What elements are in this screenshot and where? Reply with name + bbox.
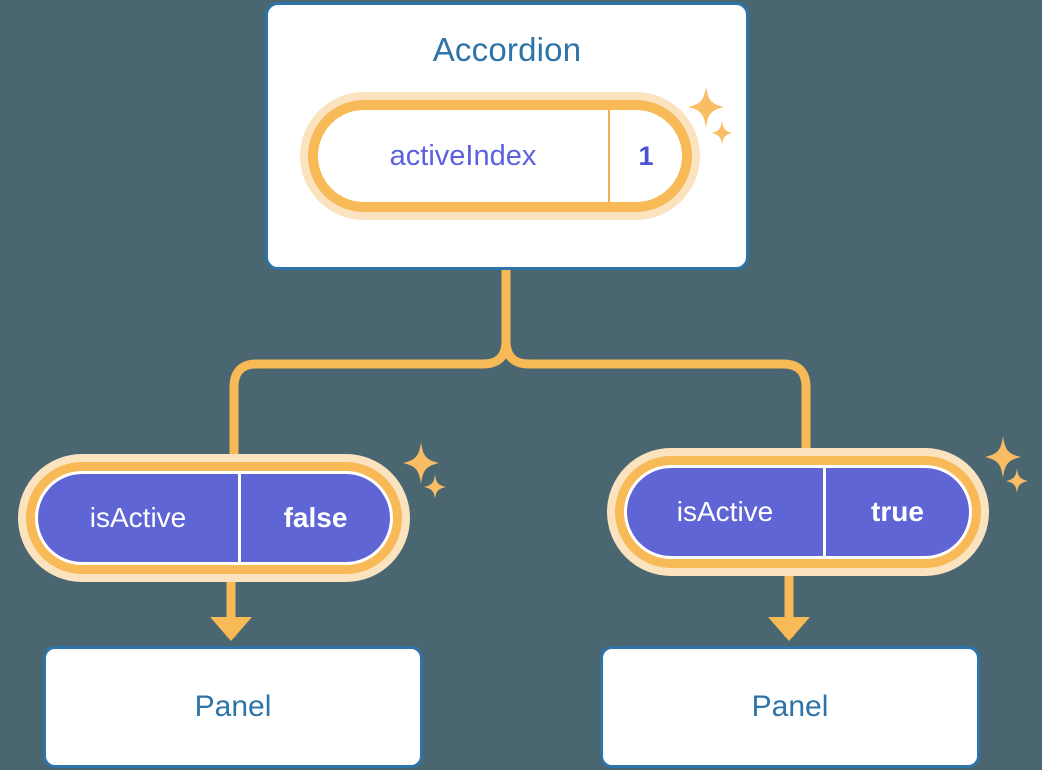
prop-badge-key: isActive: [89, 502, 187, 533]
prop-badge-key: isActive: [676, 496, 774, 527]
panel-title: Panel: [194, 690, 272, 723]
connector-tree: [229, 265, 811, 461]
prop-badge-isactive-true[interactable]: isActive true: [607, 448, 989, 576]
sparkle-star-icon: [985, 436, 1028, 493]
sparkle-star-icon: [688, 86, 732, 145]
arrow-down-right: [768, 572, 810, 641]
arrow-down-left: [210, 578, 252, 641]
page-title: Accordion: [432, 31, 582, 68]
prop-badge-body: isActive true: [624, 465, 972, 559]
prop-badge-isactive-false[interactable]: isActive false: [18, 454, 410, 582]
state-badge-value: 1: [608, 110, 682, 202]
panel-card-left[interactable]: Panel: [43, 646, 423, 768]
state-badge-activeindex[interactable]: activeIndex 1: [300, 92, 700, 220]
prop-badge-value: false: [238, 474, 390, 562]
state-badge-body: activeIndex 1: [318, 110, 682, 202]
sparkle-star-icon: [403, 442, 446, 499]
state-badge-key: activeIndex: [389, 139, 537, 172]
prop-badge-value: true: [823, 468, 969, 556]
panel-title: Panel: [751, 690, 829, 723]
prop-badge-body: isActive false: [35, 471, 393, 565]
panel-card-right[interactable]: Panel: [600, 646, 980, 768]
